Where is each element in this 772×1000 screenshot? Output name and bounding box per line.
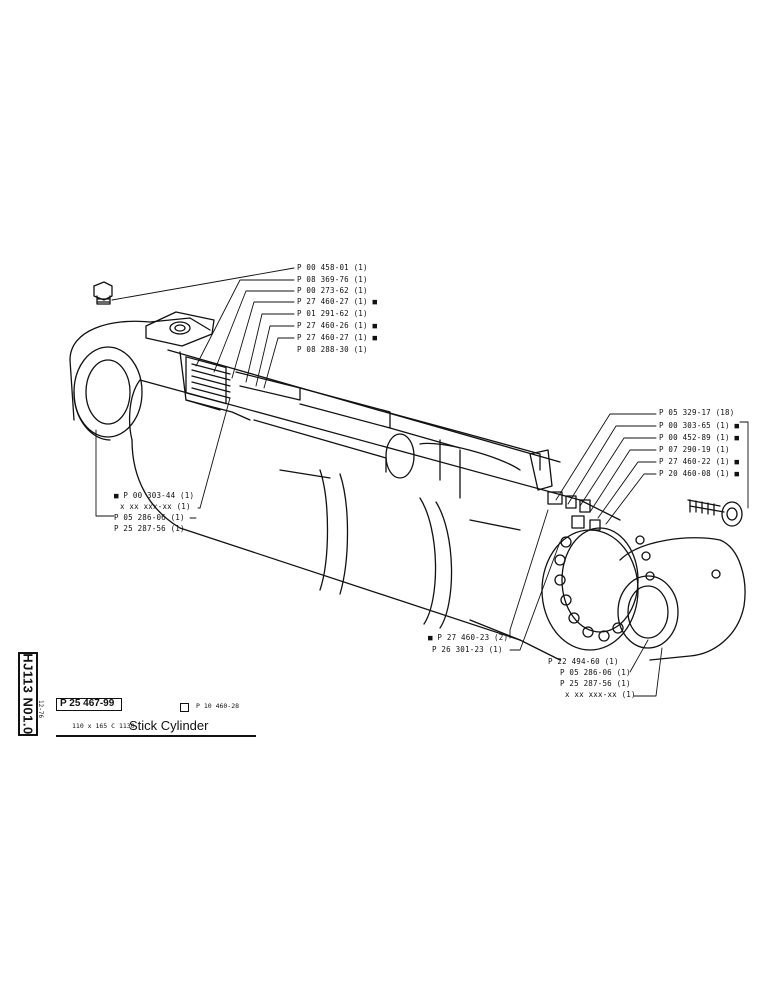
cylinder-size: 110 x 165 C 1130 bbox=[72, 722, 135, 730]
callout-bottom-right-1: P 22 494-60 (1) bbox=[548, 657, 619, 666]
piston-rod bbox=[279, 469, 521, 641]
callout-right-6: P 20 460-08 (1) ■ bbox=[659, 469, 740, 478]
callout-top-5: P 01 291-62 (1) bbox=[297, 309, 368, 318]
title-underline bbox=[56, 711, 256, 737]
callout-right-2: P 00 303-65 (1) ■ bbox=[659, 421, 740, 430]
callout-top-4: P 27 460-27 (1) ■ bbox=[297, 297, 378, 306]
callout-center-1: ■ P 27 460-23 (2) bbox=[428, 633, 509, 642]
callout-top-1: P 00 458-01 (1) bbox=[297, 263, 368, 272]
cutaway-section bbox=[179, 351, 541, 499]
callout-top-2: P 08 369-76 (1) bbox=[297, 275, 368, 284]
callout-top-3: P 00 273-62 (1) bbox=[297, 286, 368, 295]
leader-lines bbox=[95, 267, 749, 697]
sheet-date: 12-76 bbox=[37, 700, 44, 719]
rod-eye bbox=[617, 537, 746, 661]
reference-box-icon bbox=[180, 703, 189, 712]
sheet-code-box: HJ113 N01.0 bbox=[18, 652, 38, 736]
callout-left-3: P 05 286-06 (1) bbox=[114, 513, 185, 522]
callout-right-1: P 05 329-17 (18) bbox=[659, 408, 735, 417]
callout-top-8: P 08 288-30 (1) bbox=[297, 345, 368, 354]
callout-right-4: P 07 290-19 (1) bbox=[659, 445, 730, 454]
callout-bottom-right-2: P 05 286-06 (1) bbox=[560, 668, 631, 677]
cylinder-base-eye bbox=[69, 317, 211, 441]
cylinder-tube bbox=[128, 349, 621, 661]
grease-nipple bbox=[93, 281, 113, 305]
cap-screw bbox=[687, 499, 743, 527]
reference-number: P 10 460-28 bbox=[196, 702, 240, 710]
callout-left-1: ■ P 00 303-44 (1) bbox=[114, 491, 195, 500]
callout-right-3: P 00 452-89 (1) ■ bbox=[659, 433, 740, 442]
callout-left-2: x xx xxx-xx (1) bbox=[120, 502, 191, 511]
callout-bottom-right-3: P 25 287-56 (1) bbox=[560, 679, 631, 688]
callout-bottom-right-4: x xx xxx-xx (1) bbox=[565, 690, 636, 699]
callout-right-5: P 27 460-22 (1) ■ bbox=[659, 457, 740, 466]
head-seals bbox=[529, 449, 601, 531]
callout-left-4: P 25 287-56 (1) bbox=[114, 524, 185, 533]
callout-top-6: P 27 460-26 (1) ■ bbox=[297, 321, 378, 330]
part-number: P 25 467-99 bbox=[56, 698, 122, 711]
drawing-title: Stick Cylinder bbox=[129, 718, 209, 733]
sheet-code: HJ113 N01.0 bbox=[20, 653, 36, 735]
port-flange bbox=[145, 311, 215, 347]
callout-center-2: P 26 301-23 (1) bbox=[432, 645, 503, 654]
callout-top-7: P 27 460-27 (1) ■ bbox=[297, 333, 378, 342]
